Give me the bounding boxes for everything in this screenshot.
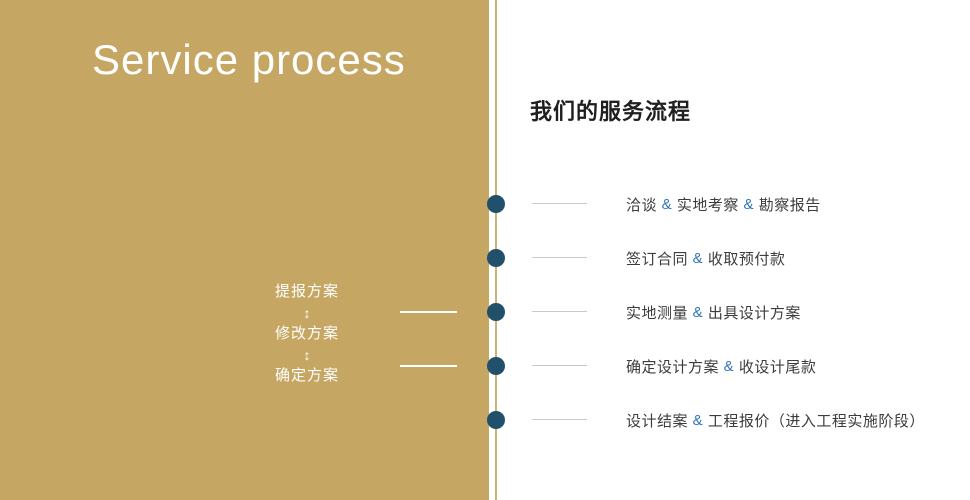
step-segment: 收取预付款 xyxy=(707,250,786,268)
step-row: 确定设计方案 & 收设计尾款 xyxy=(0,339,970,393)
step-segment: 勘察报告 xyxy=(758,196,821,214)
section-heading: 我们的服务流程 xyxy=(530,99,692,124)
plan-step-label: 修改方案 xyxy=(274,325,339,342)
step-text: 确定设计方案 & 收设计尾款 xyxy=(626,339,816,393)
step-segment: 实地考察 xyxy=(676,196,739,214)
plan-step-label: 提报方案 xyxy=(274,283,339,300)
updown-arrow-icon: ↕ xyxy=(303,347,311,363)
updown-arrow-icon: ↕ xyxy=(303,305,311,321)
ampersand: & xyxy=(738,195,759,213)
ampersand: & xyxy=(688,249,708,267)
step-connector-line xyxy=(532,257,587,258)
step-dot xyxy=(487,411,505,429)
step-row: 洽谈 & 实地考察 & 勘察报告 xyxy=(0,177,970,231)
step-connector-line xyxy=(532,311,587,312)
steps-list: 洽谈 & 实地考察 & 勘察报告签订合同 & 收取预付款实地测量 & 出具设计方… xyxy=(0,177,970,447)
step-dot xyxy=(487,303,505,321)
step-row: 签订合同 & 收取预付款 xyxy=(0,231,970,285)
ampersand: & xyxy=(657,195,677,213)
step-dot xyxy=(487,357,505,375)
plan-step-label: 确定方案 xyxy=(274,367,339,384)
step-row: 设计结案 & 工程报价（进入工程实施阶段） xyxy=(0,393,970,447)
gold-panel-connector-line xyxy=(400,365,457,367)
ampersand: & xyxy=(719,357,739,375)
step-segment: 确定设计方案 xyxy=(626,358,720,376)
step-dot xyxy=(487,249,505,267)
step-connector-line xyxy=(532,203,587,204)
page-title: Service process xyxy=(92,36,406,83)
step-text: 设计结案 & 工程报价（进入工程实施阶段） xyxy=(626,393,925,447)
step-connector-line xyxy=(532,419,587,420)
step-segment: 洽谈 xyxy=(626,196,658,214)
gold-panel-connector-line xyxy=(400,311,457,313)
step-segment: 签订合同 xyxy=(626,250,689,268)
plan-flow: 提报方案 ↕ 修改方案 ↕ 确定方案 xyxy=(242,282,372,386)
step-text: 实地测量 & 出具设计方案 xyxy=(626,285,801,339)
step-segment: 工程报价（进入工程实施阶段） xyxy=(707,412,925,430)
step-segment: 收设计尾款 xyxy=(738,358,817,376)
step-segment: 出具设计方案 xyxy=(707,304,801,322)
ampersand: & xyxy=(688,411,708,429)
step-text: 洽谈 & 实地考察 & 勘察报告 xyxy=(626,177,821,231)
step-segment: 设计结案 xyxy=(626,412,689,430)
step-text: 签订合同 & 收取预付款 xyxy=(626,231,785,285)
step-dot xyxy=(487,195,505,213)
step-row: 实地测量 & 出具设计方案 xyxy=(0,285,970,339)
step-connector-line xyxy=(532,365,587,366)
step-segment: 实地测量 xyxy=(626,304,689,322)
left-gold-panel: Service process 提报方案 ↕ 修改方案 ↕ 确定方案 xyxy=(0,0,489,500)
ampersand: & xyxy=(688,303,708,321)
